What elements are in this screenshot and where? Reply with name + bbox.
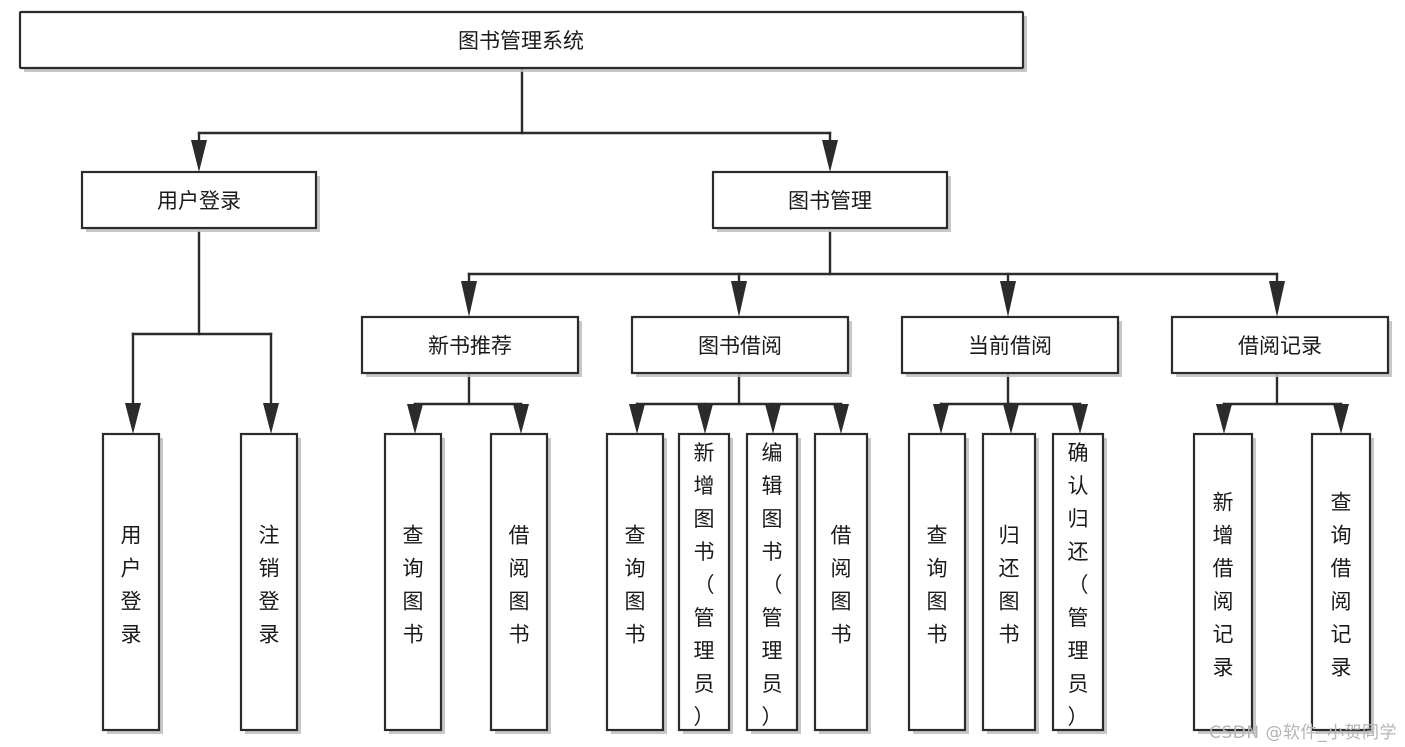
- node-current-return-label: 归还图书: [999, 523, 1020, 646]
- node-borrow-lend-label: 借阅图书: [831, 523, 852, 646]
- node-borrow-lend-box[interactable]: [813, 432, 869, 732]
- arrowhead-borrow-query: [629, 404, 645, 434]
- node-current-confirm-box[interactable]: [1051, 432, 1105, 732]
- node-current-box[interactable]: [900, 315, 1120, 375]
- node-records[interactable]: 借阅记录: [1170, 315, 1392, 377]
- node-newbook-box[interactable]: [360, 315, 580, 375]
- node-bookmgmt-label: 图书管理: [788, 189, 872, 213]
- node-login-user-label: 用户登录: [121, 523, 142, 646]
- node-borrow-edit[interactable]: 编辑图书（管理员）: [745, 432, 801, 734]
- node-root-label: 图书管理系统: [458, 29, 584, 53]
- node-bookmgmt[interactable]: 图书管理: [711, 170, 951, 232]
- node-login[interactable]: 用户登录: [80, 170, 320, 232]
- node-borrow-edit-label: 编辑图书（管理员）: [762, 441, 783, 729]
- node-records-query-label: 查询借阅记录: [1331, 490, 1352, 679]
- node-newbook-query-label: 查询图书: [403, 523, 424, 646]
- arrowhead-records-query: [1333, 404, 1349, 434]
- arrowhead-current: [1000, 281, 1016, 317]
- node-borrow[interactable]: 图书借阅: [630, 315, 852, 377]
- arrowhead-current-query: [933, 404, 949, 434]
- node-borrow-query[interactable]: 查询图书: [605, 432, 667, 734]
- arrowhead-borrow: [731, 281, 747, 317]
- node-current[interactable]: 当前借阅: [900, 315, 1122, 377]
- arrowhead-borrow-lend: [833, 404, 849, 434]
- arrowhead-records: [1269, 281, 1285, 317]
- node-borrow-box[interactable]: [630, 315, 850, 375]
- node-newbook-borrow-label: 借阅图书: [509, 523, 530, 646]
- node-borrow-query-box[interactable]: [605, 432, 665, 732]
- node-current-return-box[interactable]: [981, 432, 1037, 732]
- node-borrow-label: 图书借阅: [698, 334, 782, 358]
- node-newbook[interactable]: 新书推荐: [360, 315, 582, 377]
- node-login-user[interactable]: 用户登录: [101, 432, 163, 734]
- arrowhead-borrow-edit: [765, 404, 781, 434]
- node-borrow-add[interactable]: 新增图书（管理员）: [677, 432, 733, 734]
- node-login-logout-box[interactable]: [239, 432, 299, 732]
- node-records-query[interactable]: 查询借阅记录: [1310, 432, 1374, 734]
- arrowhead-newbook-query: [407, 404, 423, 434]
- arrowhead-newbook-borrow: [513, 404, 529, 434]
- node-current-return[interactable]: 归还图书: [981, 432, 1039, 734]
- node-login-user-box[interactable]: [101, 432, 161, 732]
- node-current-query-label: 查询图书: [927, 523, 948, 646]
- node-newbook-borrow[interactable]: 借阅图书: [489, 432, 551, 734]
- node-bookmgmt-box[interactable]: [711, 170, 949, 230]
- node-current-query-box[interactable]: [907, 432, 967, 732]
- node-records-add-box[interactable]: [1192, 432, 1254, 732]
- node-login-box[interactable]: [80, 170, 318, 230]
- node-login-logout[interactable]: 注销登录: [239, 432, 301, 734]
- node-borrow-query-label: 查询图书: [625, 523, 646, 646]
- node-borrow-add-label: 新增图书（管理员）: [694, 441, 715, 729]
- arrowhead-newbook: [461, 281, 477, 317]
- node-records-label: 借阅记录: [1238, 334, 1322, 358]
- node-login-logout-label: 注销登录: [259, 523, 280, 646]
- arrowhead-borrow-add: [697, 404, 713, 434]
- node-current-label: 当前借阅: [968, 334, 1052, 358]
- node-current-confirm-label: 确认归还（管理员）: [1068, 441, 1089, 729]
- arrowhead-login: [191, 140, 207, 172]
- arrowhead-current-confirm: [1072, 404, 1088, 434]
- node-borrow-lend[interactable]: 借阅图书: [813, 432, 871, 734]
- node-current-query[interactable]: 查询图书: [907, 432, 969, 734]
- node-newbook-label: 新书推荐: [428, 334, 512, 358]
- node-records-box[interactable]: [1170, 315, 1390, 375]
- arrowhead-login-logout: [263, 403, 279, 434]
- node-records-query-box[interactable]: [1310, 432, 1372, 732]
- node-newbook-query[interactable]: 查询图书: [383, 432, 445, 734]
- node-records-add[interactable]: 新增借阅记录: [1192, 432, 1256, 734]
- node-borrow-add-box[interactable]: [677, 432, 731, 732]
- arrowhead-layer: [125, 140, 1349, 434]
- arrowhead-bookmgmt: [822, 140, 838, 172]
- node-newbook-borrow-box[interactable]: [489, 432, 549, 732]
- arrowhead-records-add: [1216, 404, 1232, 434]
- node-root-box[interactable]: [18, 10, 1025, 70]
- node-records-add-label: 新增借阅记录: [1213, 490, 1234, 679]
- arrowhead-login-user: [125, 403, 141, 434]
- node-current-confirm[interactable]: 确认归还（管理员）: [1051, 432, 1107, 734]
- node-newbook-query-box[interactable]: [383, 432, 443, 732]
- node-root[interactable]: 图书管理系统: [18, 10, 1027, 72]
- node-borrow-edit-box[interactable]: [745, 432, 799, 732]
- arrowhead-current-return: [1003, 404, 1019, 434]
- node-login-label: 用户登录: [157, 189, 241, 213]
